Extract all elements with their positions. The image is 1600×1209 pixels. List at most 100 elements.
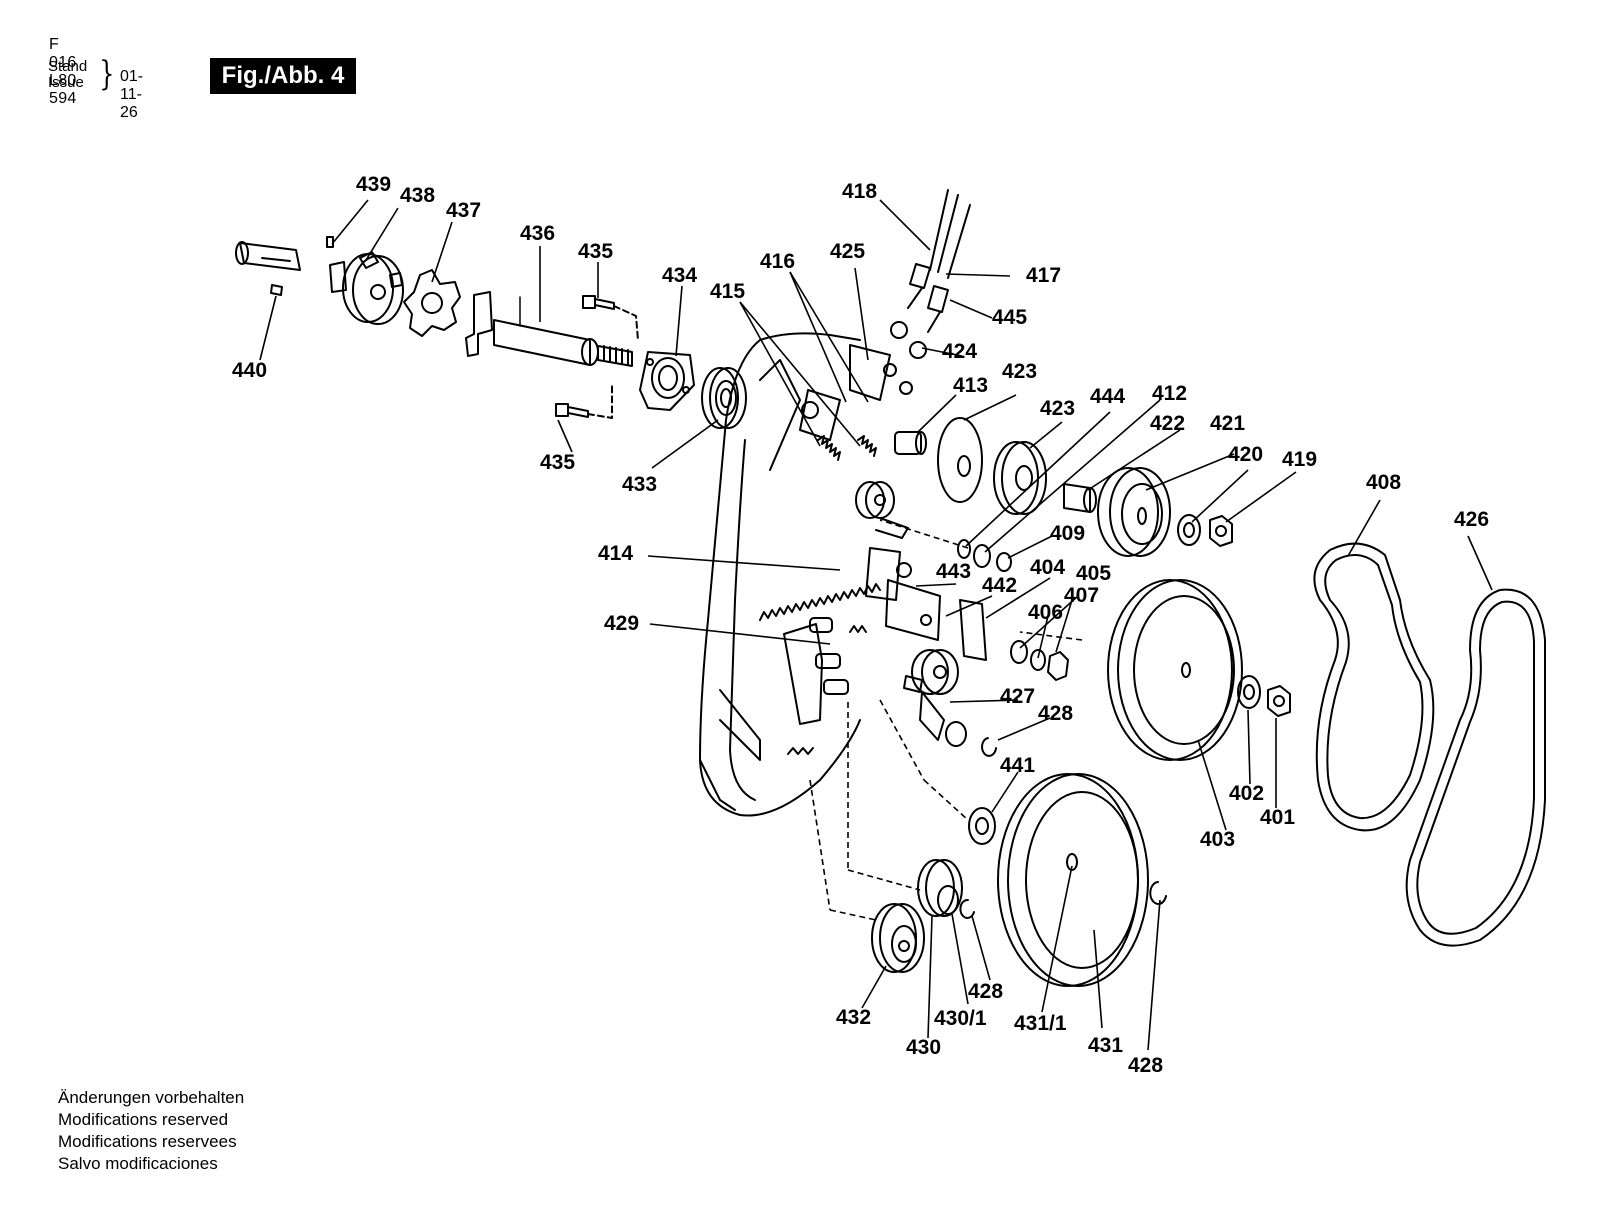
callout-415: 415	[710, 280, 745, 303]
callout-435-top: 435	[578, 240, 613, 263]
callout-404: 404	[1030, 556, 1065, 579]
disc-423	[937, 417, 983, 503]
callout-407: 407	[1064, 584, 1099, 607]
pulley-431	[997, 773, 1149, 987]
nut-424	[883, 321, 927, 395]
callout-423: 423	[1040, 397, 1075, 420]
callout-419: 419	[1282, 448, 1317, 471]
footer-line-french: Modifications reservees	[58, 1132, 237, 1151]
bracket-429	[783, 617, 867, 755]
coupling-438	[329, 251, 404, 325]
key-part-439	[326, 236, 334, 248]
nut-419	[1209, 515, 1233, 547]
stand-label: Stand	[48, 58, 88, 75]
gear-432	[871, 903, 925, 973]
footer-line-english: Modifications reserved	[58, 1110, 229, 1129]
washer-441	[968, 807, 996, 845]
shaft-436	[465, 291, 633, 367]
callout-432: 432	[836, 1006, 871, 1029]
callout-430-1: 430/1	[934, 1007, 987, 1030]
washer-420	[1177, 514, 1201, 546]
issue-label: Issue	[48, 74, 84, 91]
callout-430: 430	[906, 1036, 941, 1059]
nut-401	[1267, 685, 1291, 717]
callout-444: 444	[1090, 385, 1125, 408]
callout-406: 406	[1028, 601, 1063, 624]
callout-403: 403	[1200, 828, 1235, 851]
callout-numbers: 439 438 437 436 435 434 440 433 435 418 …	[232, 173, 1489, 1077]
callout-421: 421	[1210, 412, 1245, 435]
bracket-425	[799, 344, 891, 441]
callout-423-top: 423	[1002, 360, 1037, 383]
callout-441: 441	[1000, 754, 1035, 777]
footer-line-german: Änderungen vorbehalten	[58, 1088, 245, 1107]
callout-424: 424	[942, 340, 977, 363]
leader-lines	[259, 199, 1493, 1051]
document-number: F 016 L80 594	[49, 36, 77, 107]
circlip-428-right	[1149, 881, 1167, 905]
washers-444-412	[957, 539, 1012, 572]
callout-431-1: 431/1	[1014, 1012, 1067, 1035]
screw-435-top	[582, 295, 639, 341]
screw-435-bottom	[555, 383, 613, 419]
washers-405-406-407	[1010, 640, 1069, 681]
brace-symbol: }	[99, 54, 115, 94]
washer-402	[1237, 675, 1261, 709]
callout-401: 401	[1260, 806, 1295, 829]
belt-426	[1405, 588, 1546, 947]
callout-422: 422	[1150, 412, 1185, 435]
idler-assembly-409	[855, 481, 909, 539]
callout-428-right: 428	[1128, 1054, 1163, 1077]
callout-418: 418	[842, 180, 877, 203]
callout-440: 440	[232, 359, 267, 382]
callout-427: 427	[1000, 685, 1035, 708]
housing-frame	[699, 332, 861, 817]
callout-417: 417	[1026, 264, 1061, 287]
callout-428-upper: 428	[1038, 702, 1073, 725]
control-cables	[907, 189, 971, 333]
spring-415	[817, 435, 877, 461]
callout-434: 434	[662, 264, 697, 287]
callout-443: 443	[936, 560, 971, 583]
callout-425: 425	[830, 240, 865, 263]
star-coupling-437	[403, 269, 461, 337]
pulley-421	[1097, 467, 1171, 557]
callout-412: 412	[1152, 382, 1187, 405]
issue-date: 01-11-26	[120, 68, 144, 121]
tension-spring-414	[759, 583, 881, 621]
callout-435-bottom: 435	[540, 451, 575, 474]
callout-416: 416	[760, 250, 795, 273]
callout-426: 426	[1454, 508, 1489, 531]
roller-413	[894, 431, 927, 455]
callout-436: 436	[520, 222, 555, 245]
callout-409: 409	[1050, 522, 1085, 545]
circlip-428-upper	[981, 737, 997, 757]
callout-439: 439	[356, 173, 391, 196]
belt-408	[1313, 542, 1435, 832]
shaft-sleeve-part	[235, 241, 301, 271]
callout-445: 445	[992, 306, 1027, 329]
footer-line-spanish: Salvo modificaciones	[58, 1154, 218, 1173]
key-part-440	[270, 284, 283, 296]
pulley-403	[1107, 579, 1243, 761]
callout-405: 405	[1076, 562, 1111, 585]
gear-430	[917, 859, 963, 917]
callout-431: 431	[1088, 1034, 1123, 1057]
bearing-housing-434	[639, 351, 695, 411]
idler-arm-427	[903, 649, 967, 747]
callout-433: 433	[622, 473, 657, 496]
callout-408: 408	[1366, 471, 1401, 494]
callout-429: 429	[604, 612, 639, 635]
callout-428-gear: 428	[968, 980, 1003, 1003]
callout-442: 442	[982, 574, 1017, 597]
callout-438: 438	[400, 184, 435, 207]
figure-label: Fig./Abb. 4	[210, 58, 356, 94]
stand-issue-label: Stand Issue	[48, 59, 87, 91]
callout-414: 414	[598, 542, 633, 565]
page-footer: Änderungen vorbehalten Modifications res…	[58, 1087, 244, 1175]
circlip-428-gear	[959, 898, 975, 919]
bearing-433	[701, 367, 747, 429]
callout-413: 413	[953, 374, 988, 397]
callout-402: 402	[1229, 782, 1264, 805]
